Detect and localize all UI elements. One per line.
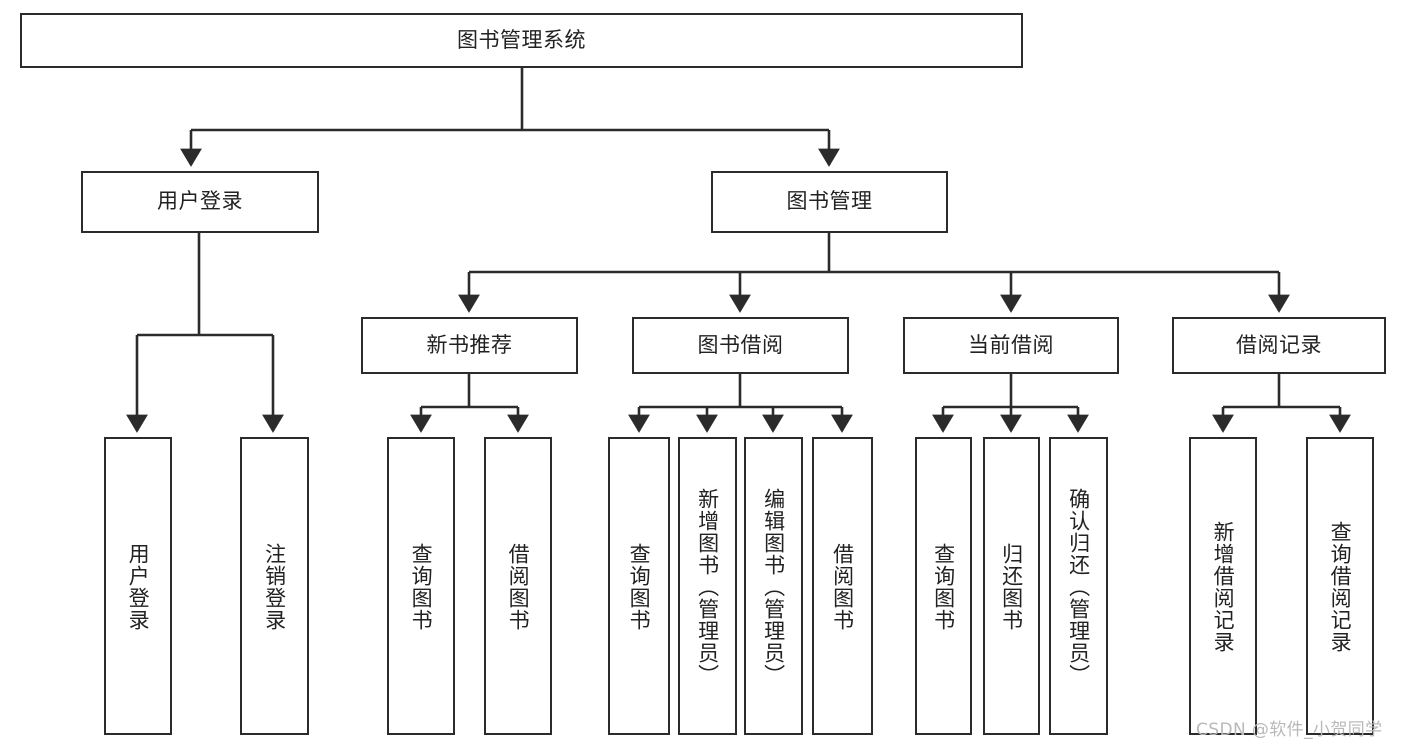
node-current-borrow-label: 当前借阅: [968, 332, 1054, 357]
node-book-borrow[interactable]: 图书借阅: [632, 317, 849, 374]
leaf-return-book-label: 归还图书: [999, 543, 1024, 631]
leaf-query-book-rec[interactable]: 查询图书: [387, 437, 455, 735]
node-user-login-label: 用户登录: [157, 189, 243, 214]
leaf-confirm-return[interactable]: 确认归还（管理员）: [1049, 437, 1108, 735]
node-root[interactable]: 图书管理系统: [20, 13, 1023, 68]
leaf-borrow-book-rec-label: 借阅图书: [506, 543, 531, 631]
node-book-manage-label: 图书管理: [786, 189, 873, 214]
node-current-borrow[interactable]: 当前借阅: [903, 317, 1119, 374]
leaf-user-login-label: 用户登录: [126, 543, 151, 631]
leaf-edit-book-label: 编辑图书（管理员）: [761, 488, 786, 686]
leaf-borrow-book-label: 借阅图书: [830, 543, 855, 631]
leaf-user-login[interactable]: 用户登录: [104, 437, 172, 735]
leaf-borrow-book[interactable]: 借阅图书: [812, 437, 873, 735]
csdn-watermark: CSDN @软件_小贺同学: [1196, 720, 1383, 740]
leaf-logout-label: 注销登录: [262, 543, 287, 631]
leaf-query-book-rec-label: 查询图书: [409, 543, 434, 631]
leaf-edit-book[interactable]: 编辑图书（管理员）: [744, 437, 803, 735]
leaf-query-book-cur-label: 查询图书: [931, 543, 956, 631]
node-user-login[interactable]: 用户登录: [81, 171, 319, 233]
leaf-query-book-borrow-label: 查询图书: [627, 543, 652, 631]
leaf-add-book-label: 新增图书（管理员）: [695, 488, 720, 686]
leaf-query-book-borrow[interactable]: 查询图书: [608, 437, 670, 735]
node-new-book-rec[interactable]: 新书推荐: [361, 317, 578, 374]
leaf-add-book[interactable]: 新增图书（管理员）: [678, 437, 737, 735]
leaf-add-record-label: 新增借阅记录: [1211, 521, 1236, 653]
leaf-logout[interactable]: 注销登录: [240, 437, 309, 735]
leaf-query-book-cur[interactable]: 查询图书: [915, 437, 972, 735]
node-new-book-rec-label: 新书推荐: [426, 332, 513, 357]
node-book-borrow-label: 图书借阅: [697, 332, 784, 357]
leaf-confirm-return-label: 确认归还（管理员）: [1066, 488, 1091, 686]
leaf-return-book[interactable]: 归还图书: [983, 437, 1040, 735]
leaf-borrow-book-rec[interactable]: 借阅图书: [484, 437, 552, 735]
node-book-manage[interactable]: 图书管理: [711, 171, 948, 233]
node-borrow-record[interactable]: 借阅记录: [1172, 317, 1386, 374]
leaf-query-record-label: 查询借阅记录: [1328, 521, 1353, 653]
node-root-label: 图书管理系统: [457, 27, 586, 52]
node-borrow-record-label: 借阅记录: [1236, 332, 1322, 357]
leaf-add-record[interactable]: 新增借阅记录: [1189, 437, 1257, 735]
leaf-query-record[interactable]: 查询借阅记录: [1306, 437, 1374, 735]
